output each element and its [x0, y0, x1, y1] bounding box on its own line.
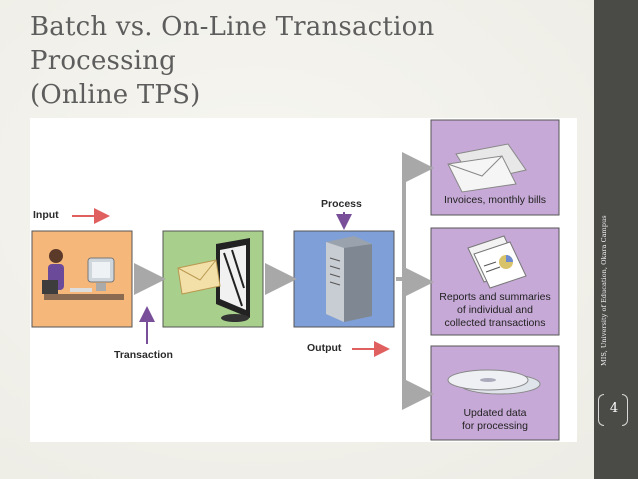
page-number-bracket-left — [598, 394, 604, 426]
flow-arrows — [134, 152, 434, 410]
invoices-label: Invoices, monthly bills — [431, 194, 559, 207]
slide-title: Batch vs. On-Line Transaction Processing… — [30, 10, 570, 112]
process-box — [293, 230, 395, 328]
updated-data-label-line-2: for processing — [462, 420, 528, 432]
invoices-label-line-1: Invoices, monthly bills — [443, 194, 547, 206]
transaction-label: Transaction — [114, 349, 173, 361]
sidebar-footer-text: MIS, University of Education, Okara Camp… — [600, 215, 608, 366]
reports-label-line-3: collected transactions — [444, 317, 546, 329]
server-icon — [326, 236, 372, 322]
output-box-reports — [430, 227, 560, 336]
page-number: 4 — [609, 401, 619, 416]
reports-label-line-1: Reports and summaries — [439, 291, 551, 303]
output-label: Output — [307, 342, 342, 354]
envelope-icon — [177, 259, 221, 295]
input-label: Input — [33, 209, 59, 221]
process-label: Process — [321, 198, 362, 210]
output-box-updated-data — [430, 345, 560, 441]
diagram-canvas — [31, 119, 560, 441]
updated-data-label: Updated data for processing — [431, 407, 559, 433]
reports-label: Reports and summaries of individual and … — [431, 291, 559, 330]
title-line-1: Batch vs. On-Line Transaction — [30, 12, 435, 42]
online-tps-diagram: Input Process Transaction Output Invoice… — [30, 118, 577, 442]
input-box — [31, 230, 133, 328]
title-line-2: Processing — [30, 46, 176, 76]
output-box-invoices — [430, 119, 560, 216]
envelopes-icon — [447, 143, 527, 193]
data-entry-box — [162, 230, 264, 328]
updated-data-label-line-1: Updated data — [463, 407, 527, 419]
discs-icon — [447, 369, 541, 395]
reports-label-line-2: of individual and — [457, 304, 533, 316]
title-line-3: (Online TPS) — [30, 80, 201, 110]
report-documents-icon — [467, 235, 527, 289]
monitor-icon — [216, 238, 250, 322]
person-at-computer-icon — [42, 249, 124, 300]
